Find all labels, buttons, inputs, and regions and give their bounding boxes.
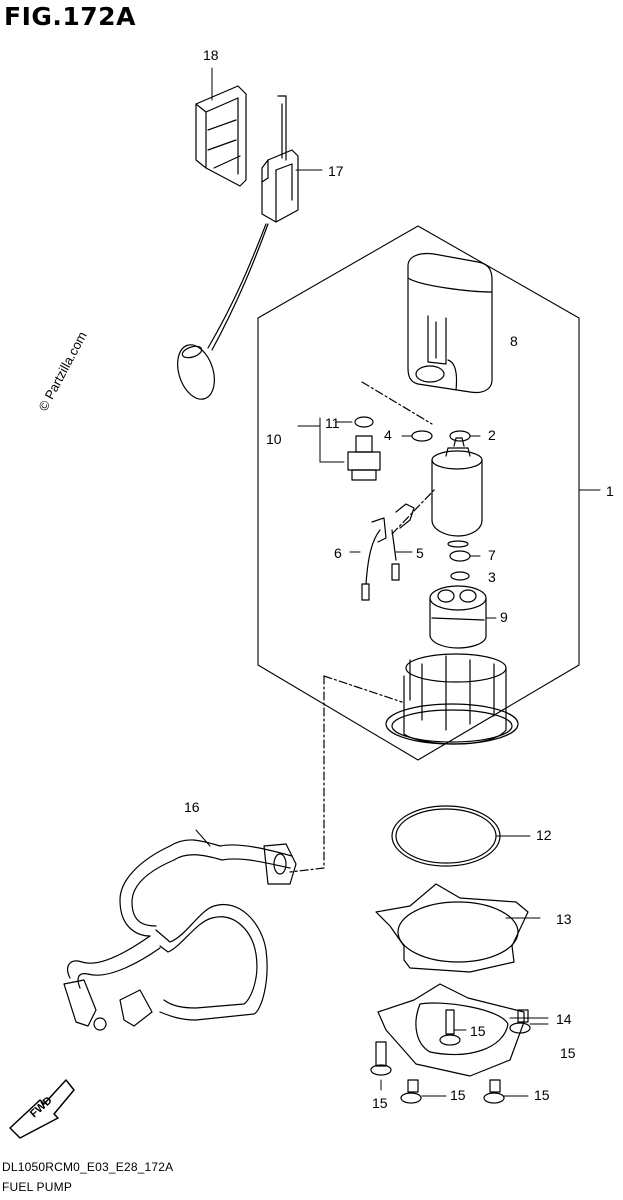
leader-lines	[195, 67, 601, 1097]
part-13-gasket	[375, 883, 529, 973]
callout-15-center: 15	[470, 1023, 486, 1039]
callout-14: 14	[556, 1011, 572, 1027]
callout-11: 11	[325, 415, 340, 431]
part-4-o-ring	[411, 430, 433, 442]
fwd-arrow: FWD	[9, 1079, 75, 1139]
assembly-boundary	[257, 225, 580, 761]
callout-15-bottom-right: 15	[534, 1087, 550, 1103]
callout-5: 5	[416, 545, 424, 561]
part-12-large-o-ring	[391, 805, 501, 867]
callout-2: 2	[488, 427, 496, 443]
callout-15-right: 15	[560, 1045, 576, 1061]
part-8-filter	[407, 252, 493, 394]
part-10-regulator	[347, 435, 381, 481]
pump-bracket	[385, 653, 519, 745]
part-2-o-ring	[449, 430, 471, 442]
callout-17: 17	[328, 163, 344, 179]
callout-13: 13	[556, 911, 572, 927]
part-16-fuel-hose	[63, 839, 297, 1031]
callout-15-left: 15	[372, 1095, 388, 1111]
figure-code: DL1050RCM0_E03_E28_172A	[2, 1160, 174, 1174]
callout-10: 10	[266, 431, 282, 447]
callout-6: 6	[334, 545, 342, 561]
callout-9: 9	[500, 609, 508, 625]
part-3-washer	[450, 571, 470, 581]
part-7-o-ring	[449, 550, 471, 562]
figure-title: FIG.172A	[4, 2, 136, 31]
callout-7: 7	[488, 547, 496, 563]
part-18-connector-clip	[195, 85, 247, 187]
callout-1: 1	[606, 483, 614, 499]
callouts: 18 17 8 11 10 4 2 1 6 5 7 3 9 16 12 13 1…	[184, 47, 614, 1111]
callout-18: 18	[203, 47, 219, 63]
part-6-wire-lead	[361, 517, 387, 601]
part-11-o-ring	[354, 416, 374, 428]
fuel-pump-motor	[431, 437, 483, 548]
part-14-plate	[377, 983, 525, 1077]
part-5-wire-lead	[391, 503, 415, 581]
watermark: © Partzilla.com	[35, 329, 89, 413]
reference-lines	[289, 381, 437, 873]
callout-15-bottom-mid: 15	[450, 1087, 466, 1103]
figure-name: FUEL PUMP	[2, 1180, 73, 1194]
callout-12: 12	[536, 827, 552, 843]
callout-16: 16	[184, 799, 200, 815]
callout-4: 4	[384, 427, 392, 443]
callout-8: 8	[510, 333, 518, 349]
part-17-fuel-level-gauge	[177, 95, 299, 400]
part-9-pump-holder	[429, 585, 487, 649]
callout-3: 3	[488, 569, 496, 585]
